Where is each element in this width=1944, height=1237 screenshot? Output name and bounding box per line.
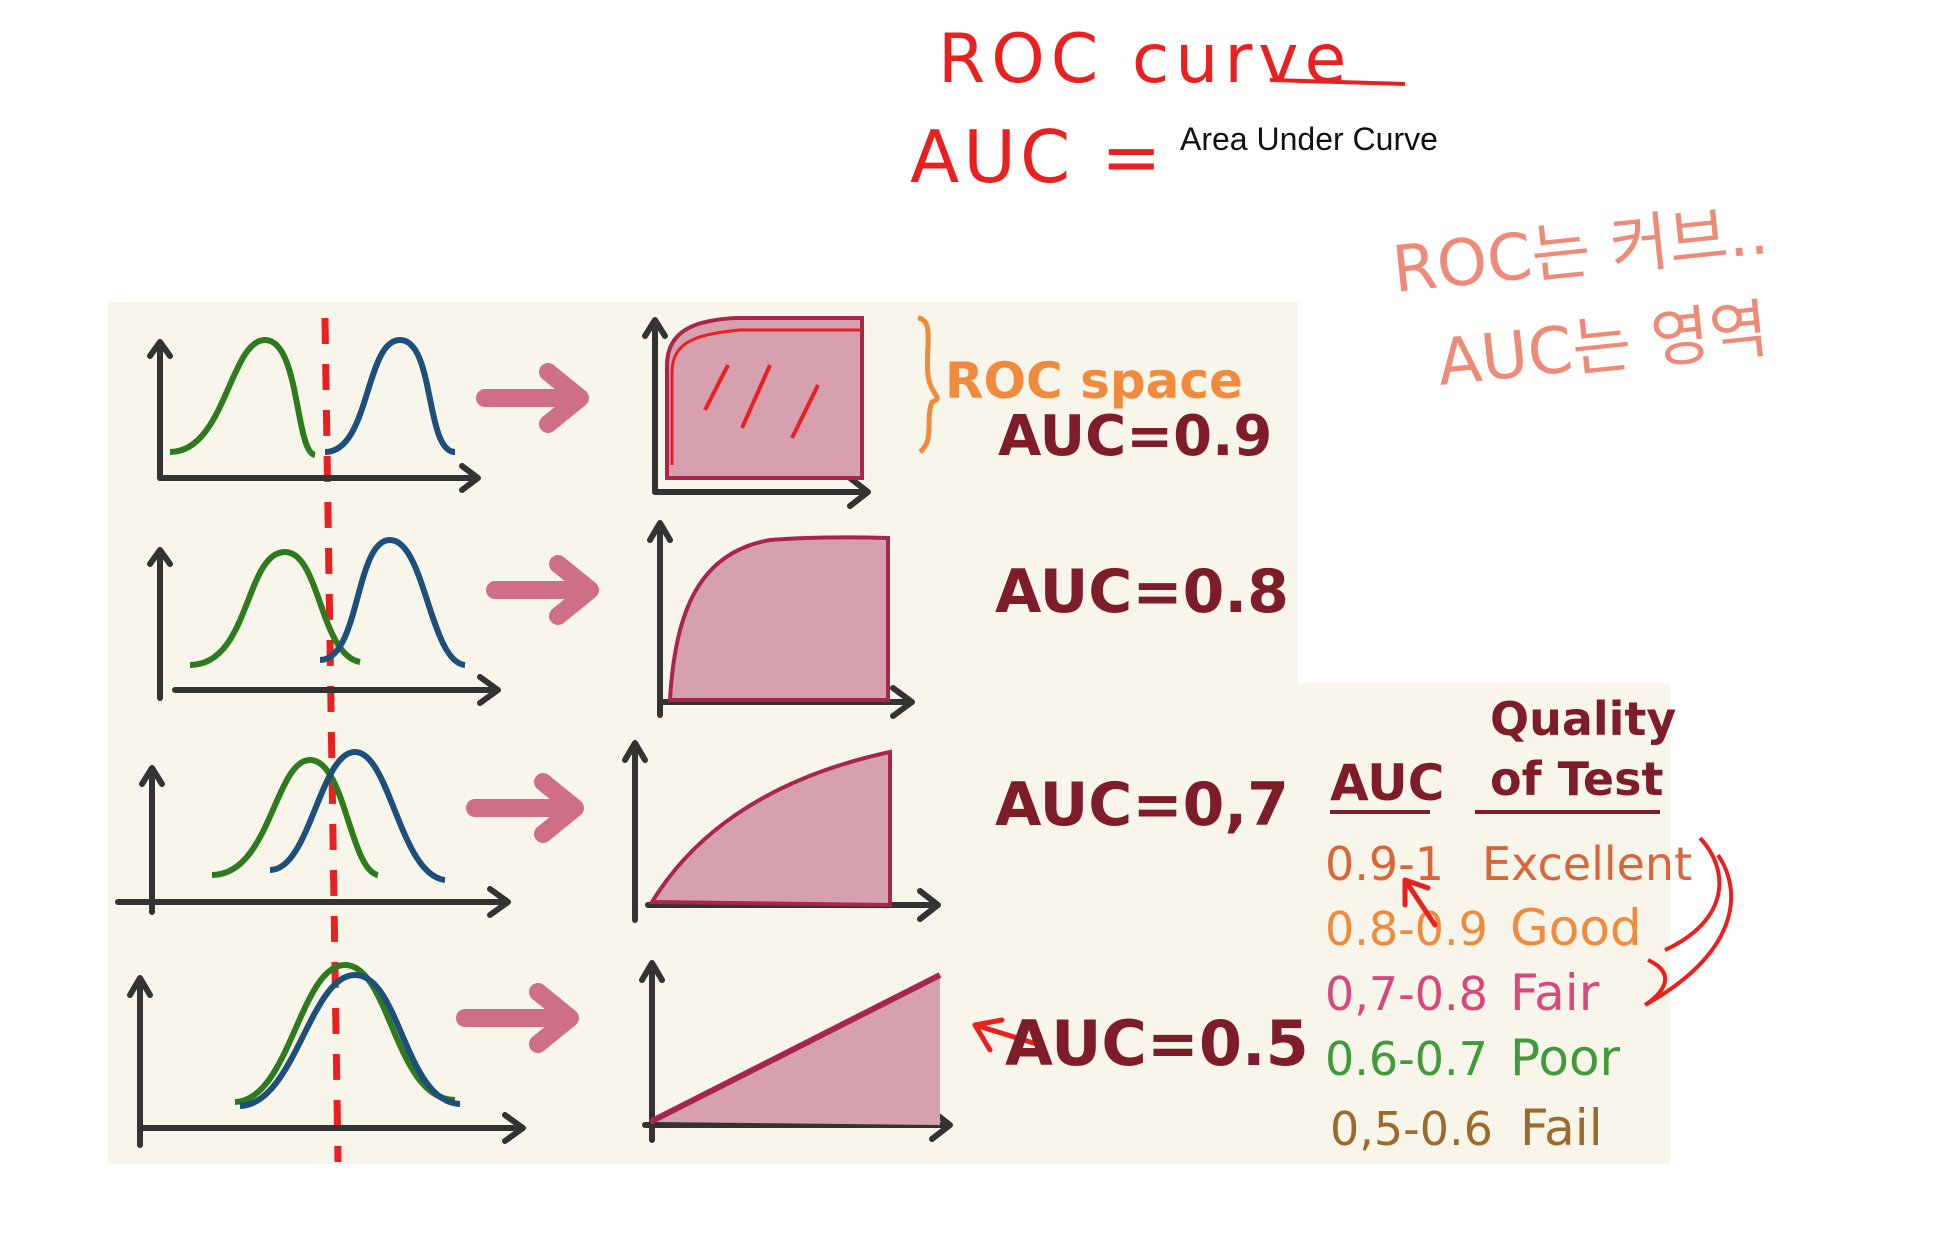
blue-curve: [239, 971, 461, 1109]
green-curve: [189, 548, 361, 668]
note-area-under-curve: Area Under Curve: [1180, 121, 1438, 157]
row-3-arrow: [466, 773, 584, 843]
auc-label-row-1: AUC=0.9: [998, 404, 1272, 469]
roc-area: [665, 316, 864, 480]
table-row-1-range: 0.9-1: [1325, 837, 1444, 891]
note-korean-roc: ROC는 커브..: [1389, 195, 1772, 308]
note-scribble-strike: [1269, 78, 1406, 86]
green-curve: [211, 756, 380, 878]
red-arrow-to-auc-05: [972, 1017, 1043, 1053]
row-1-arrow: [476, 363, 589, 433]
green-curve: [169, 336, 317, 458]
table-row-5-quality: Fail: [1520, 1099, 1603, 1157]
row-2-arrow: [486, 555, 599, 625]
hatch-marks: [703, 364, 820, 439]
table-row-1-quality: Excellent: [1482, 837, 1692, 891]
note-korean-auc: AUC는 영역: [1434, 293, 1772, 401]
roc-space-brace: [917, 315, 940, 454]
table-header-quality-2: of Test: [1490, 752, 1663, 806]
roc-space-label: ROC space: [945, 352, 1243, 410]
auc-label-row-4: AUC=0.5: [1005, 1007, 1309, 1080]
row-3-distributions: [115, 748, 511, 918]
table-header-auc: AUC: [1330, 754, 1444, 812]
row-2-roc-plot: [647, 520, 915, 719]
row-2-distributions: [147, 536, 501, 706]
roc-area: [648, 749, 892, 908]
green-curve: [234, 961, 456, 1105]
roc-area: [667, 535, 890, 702]
row-4-arrow: [456, 983, 579, 1053]
auc-label-row-2: AUC=0.8: [995, 557, 1289, 627]
table-row-2-quality: Good: [1510, 899, 1642, 957]
row-1-roc-plot: [642, 316, 871, 509]
table-row-2-range: 0.8-0.9: [1325, 902, 1488, 956]
table-row-5-range: 0,5-0.6: [1330, 1102, 1493, 1156]
row-4-roc-plot: [639, 960, 953, 1143]
blue-curve: [324, 336, 456, 455]
table-panel: [1298, 683, 1670, 1164]
red-arrow-to-excellent: [1402, 877, 1438, 928]
threshold-dashed-line: [321, 317, 342, 1163]
table-row-3-quality: Fair: [1510, 964, 1600, 1022]
roc-diagonal: [648, 972, 942, 1125]
red-overlay-box: [670, 328, 862, 465]
table-row-4-range: 0.6-0.7: [1325, 1032, 1488, 1086]
row-4-distributions: [127, 961, 526, 1148]
note-roc-curve: ROC curve: [938, 20, 1352, 99]
note-auc-equals: AUC =: [910, 115, 1165, 199]
table-row-3-range: 0,7-0.8: [1325, 967, 1488, 1021]
table-row-4-quality: Poor: [1510, 1029, 1621, 1087]
row-3-roc-plot: [622, 740, 941, 923]
red-brace: [1643, 836, 1734, 1007]
auc-label-row-3: AUC=0,7: [995, 770, 1289, 840]
table-header-quality-1: Quality: [1490, 692, 1676, 746]
blue-curve: [319, 536, 466, 668]
row-1-distributions: [147, 336, 481, 493]
blue-curve: [269, 748, 446, 883]
